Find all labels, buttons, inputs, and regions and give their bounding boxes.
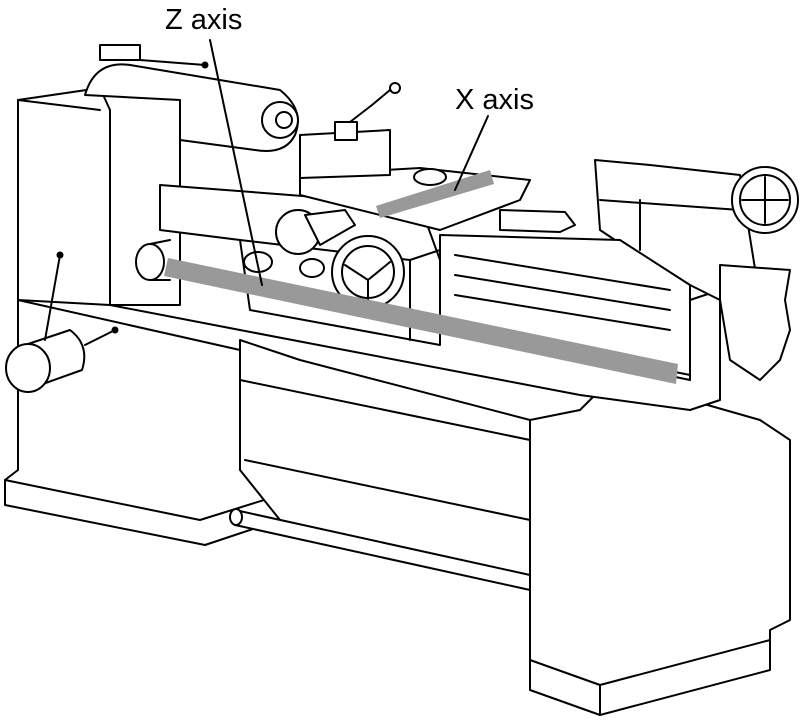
handwheel-rim <box>739 174 791 226</box>
apron-lever <box>304 209 356 246</box>
bed-line <box>239 379 531 441</box>
handwheel-spokes <box>741 176 789 224</box>
cross-feed-screw <box>413 168 447 186</box>
bed-line <box>244 459 531 521</box>
feed-knob <box>299 258 325 278</box>
callout-dot <box>201 61 209 69</box>
right-pedestal <box>529 389 791 716</box>
tool-post-handle[interactable] <box>349 89 391 123</box>
speed-selector[interactable] <box>99 44 141 61</box>
tool-post <box>334 121 358 141</box>
spindle-center <box>275 111 293 129</box>
leader-line <box>44 254 61 341</box>
z-axis-highlight <box>164 258 678 384</box>
z-axis-leader <box>209 39 263 286</box>
callout-dot <box>111 326 119 334</box>
lead-screw <box>149 239 171 281</box>
lead-screw-end <box>135 243 165 281</box>
cover-lines <box>454 254 671 331</box>
x-axis-label: X axis <box>455 84 534 116</box>
control-knob-face <box>5 343 51 393</box>
left-pedestal-edge <box>4 479 281 521</box>
x-axis-leader <box>454 115 489 191</box>
headstock-edge <box>17 99 101 111</box>
lower-rod-end <box>229 508 243 526</box>
z-axis-label: Z axis <box>165 4 243 36</box>
handle-knob <box>389 82 401 94</box>
leader-line <box>139 59 206 66</box>
leader-line <box>84 329 116 346</box>
tailstock-quill <box>499 209 576 233</box>
callout-dot <box>56 251 64 259</box>
x-axis-highlight <box>376 170 494 218</box>
spindle-pulley <box>261 101 299 139</box>
carriage-handwheel-spokes <box>344 261 391 301</box>
tailstock-line <box>599 199 741 211</box>
tailstock-base <box>719 264 791 381</box>
compound-rest <box>299 129 391 179</box>
